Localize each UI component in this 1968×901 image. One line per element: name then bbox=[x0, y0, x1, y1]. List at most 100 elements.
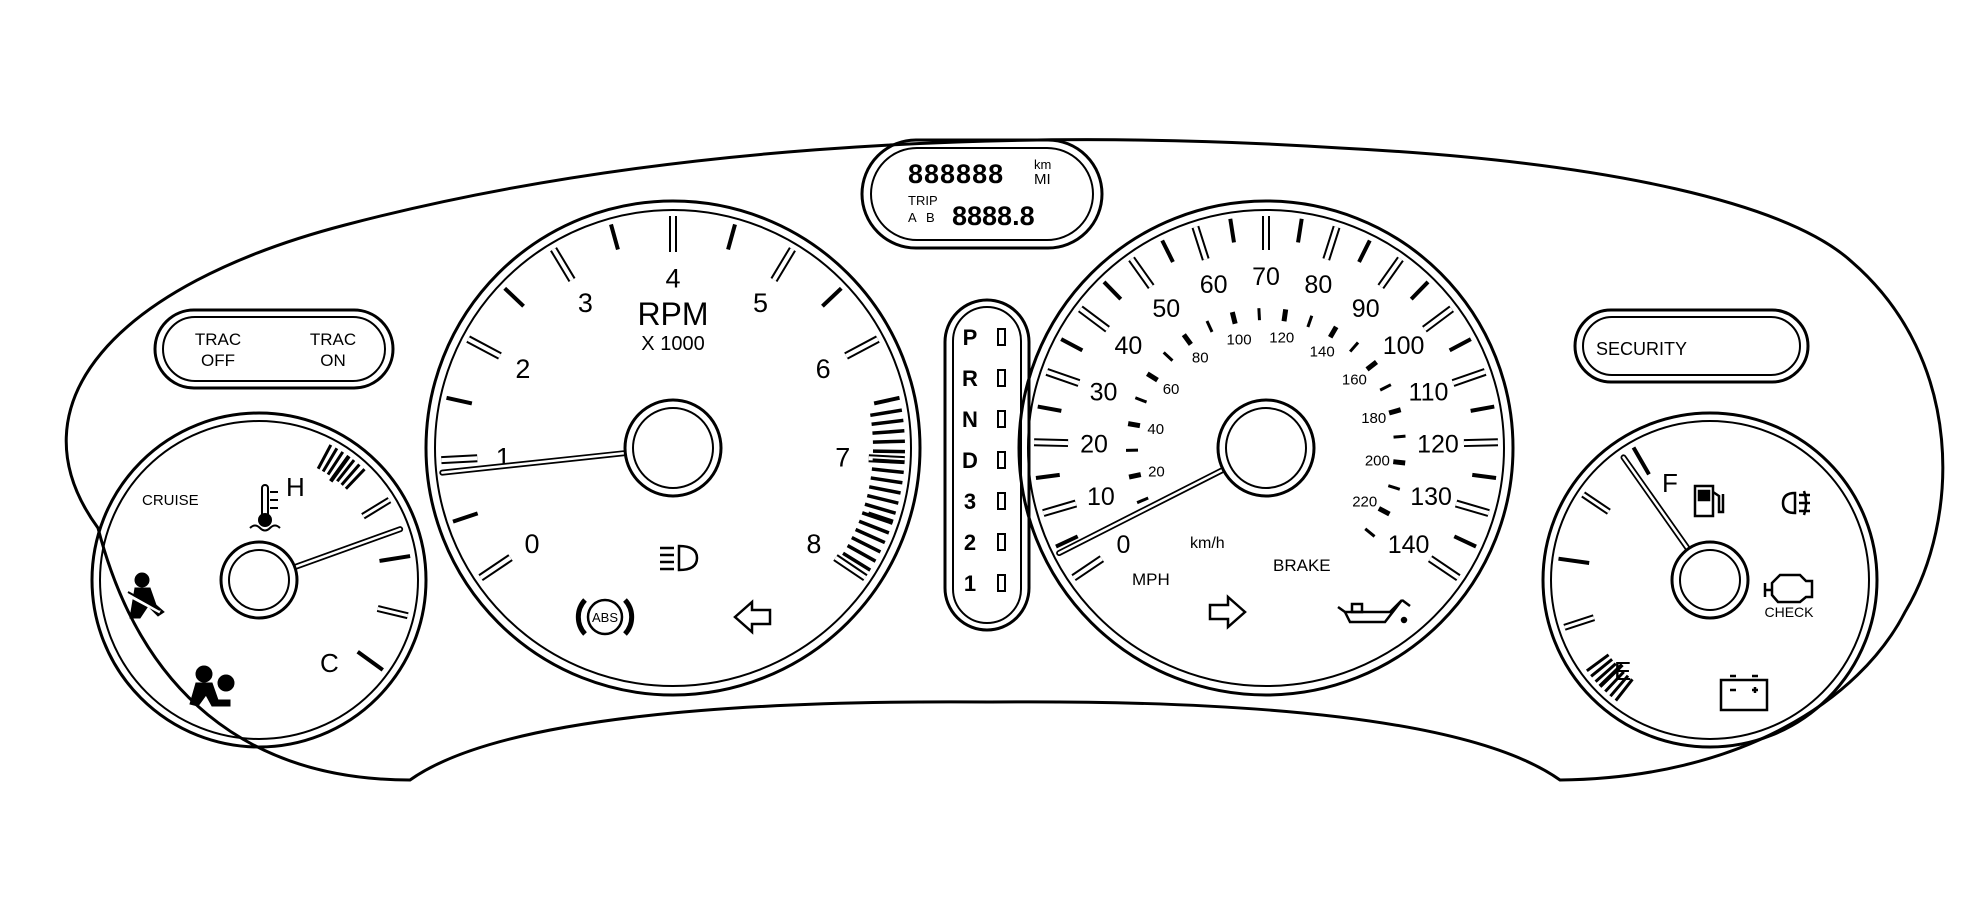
kmh-tick bbox=[1232, 312, 1235, 324]
trip-digits: 8888.8 bbox=[952, 201, 1035, 231]
mph-tick-label: 140 bbox=[1388, 531, 1430, 559]
mph-tick-label: 70 bbox=[1252, 263, 1280, 291]
gear-label: P bbox=[963, 325, 978, 350]
needle-hub-inner bbox=[1680, 550, 1740, 610]
trip-a-label: A bbox=[908, 210, 917, 225]
tach-major-tick-core bbox=[835, 558, 865, 578]
kmh-tick-label: 200 bbox=[1365, 452, 1390, 469]
tach-minor-tick bbox=[453, 513, 478, 521]
tach-tick-label: 8 bbox=[806, 529, 821, 559]
temp-gauge-tick-core bbox=[363, 500, 389, 516]
temp-hot-zone-mark bbox=[323, 448, 337, 471]
fog-light-icon bbox=[1783, 491, 1810, 515]
tach-redline-mark bbox=[869, 487, 900, 493]
temp-hot-zone-mark bbox=[318, 445, 331, 469]
odometer-unit-km: km bbox=[1034, 157, 1051, 172]
trac-off-line1: TRAC bbox=[195, 330, 241, 349]
kmh-tick bbox=[1207, 321, 1212, 332]
kmh-tick bbox=[1393, 462, 1405, 463]
mph-major-tick-core bbox=[1080, 309, 1107, 329]
kmh-tick bbox=[1184, 335, 1191, 345]
mph-major-tick-core bbox=[1034, 442, 1068, 443]
tach-minor-tick bbox=[874, 398, 899, 404]
kmh-tick bbox=[1350, 343, 1358, 352]
kmh-tick-label: 220 bbox=[1352, 493, 1377, 510]
right-turn-signal-icon bbox=[1210, 597, 1245, 627]
kmh-tick-label: 20 bbox=[1148, 464, 1165, 481]
tach-tick-label: 5 bbox=[753, 288, 768, 318]
mph-minor-tick bbox=[1471, 407, 1495, 411]
kmh-tick bbox=[1308, 316, 1312, 327]
mph-major-tick-core bbox=[1430, 559, 1458, 578]
kmh-tick bbox=[1147, 374, 1157, 380]
gauge-needle-core bbox=[291, 529, 400, 568]
tach-redline-mark bbox=[870, 410, 902, 415]
mph-minor-tick bbox=[1454, 536, 1476, 546]
tach-redline-mark bbox=[872, 431, 904, 433]
trac-panel: TRAC OFF TRAC ON bbox=[155, 310, 393, 388]
kmh-tick-label: 100 bbox=[1227, 332, 1252, 349]
rpm-title: RPM bbox=[637, 296, 708, 332]
mph-tick-label: 120 bbox=[1417, 431, 1459, 459]
mph-minor-tick bbox=[1036, 475, 1060, 478]
temp-gauge-tick bbox=[379, 556, 410, 561]
tach-minor-tick bbox=[446, 398, 471, 404]
tach-redline-mark bbox=[873, 441, 905, 442]
odometer: 888888 km MI TRIP A B 8888.8 bbox=[862, 140, 1102, 248]
trac-off-line2: OFF bbox=[201, 351, 235, 370]
mph-major-tick-core bbox=[1424, 309, 1451, 329]
rpm-multiplier: X 1000 bbox=[641, 333, 704, 355]
kmh-tick bbox=[1365, 529, 1374, 537]
kmh-tick-label: 60 bbox=[1163, 381, 1180, 398]
kmh-unit-label: km/h bbox=[1190, 535, 1225, 552]
gear-indicator-lamp bbox=[998, 534, 1005, 550]
tach-major-tick-core bbox=[554, 249, 573, 280]
brake-label: BRAKE bbox=[1273, 556, 1331, 575]
tach-minor-tick bbox=[611, 224, 618, 249]
kmh-tick bbox=[1128, 424, 1140, 426]
gear-indicator-lamp bbox=[998, 452, 1005, 468]
mph-tick-label: 40 bbox=[1114, 332, 1142, 360]
mph-major-tick-core bbox=[1381, 259, 1401, 287]
mph-tick-label: 30 bbox=[1090, 379, 1118, 407]
trip-b-label: B bbox=[926, 210, 935, 225]
kmh-tick bbox=[1137, 498, 1148, 503]
needle-hub-inner bbox=[633, 408, 713, 488]
kmh-tick bbox=[1379, 508, 1390, 514]
mph-minor-tick bbox=[1061, 339, 1082, 350]
temp-cold-label: C bbox=[320, 648, 339, 678]
gear-label: 2 bbox=[964, 530, 976, 555]
left-turn-signal-icon bbox=[735, 602, 770, 632]
abs-label: ABS bbox=[592, 610, 618, 625]
mph-tick-label: 20 bbox=[1080, 431, 1108, 459]
trac-on-line2: ON bbox=[320, 351, 346, 370]
kmh-tick bbox=[1380, 385, 1391, 390]
tach-minor-tick bbox=[728, 224, 735, 249]
headlight-icon bbox=[660, 546, 697, 570]
abs-icon: ABS bbox=[578, 600, 631, 634]
temp-hot-zone-mark bbox=[333, 456, 349, 478]
odometer-unit-mi: MI bbox=[1034, 171, 1051, 188]
needle-hub-inner bbox=[229, 550, 289, 610]
gear-label: D bbox=[962, 448, 978, 473]
temp-gauge-tick bbox=[358, 652, 383, 670]
mph-minor-tick bbox=[1298, 219, 1302, 243]
tach-minor-tick bbox=[822, 288, 841, 306]
kmh-tick-label: 160 bbox=[1342, 372, 1367, 389]
gear-label: R bbox=[962, 366, 978, 391]
odometer-main-digits: 888888 bbox=[908, 159, 1004, 189]
gear-indicator-lamp bbox=[998, 493, 1005, 509]
tach-redline-mark bbox=[872, 420, 904, 424]
coolant-temp-icon bbox=[250, 485, 280, 531]
mph-minor-tick bbox=[1472, 475, 1496, 478]
mph-tick-label: 90 bbox=[1352, 295, 1380, 323]
kmh-tick-label: 140 bbox=[1310, 344, 1335, 361]
gear-label: N bbox=[962, 407, 978, 432]
trac-on-line1: TRAC bbox=[310, 330, 356, 349]
check-label: CHECK bbox=[1764, 604, 1814, 620]
gear-label: 3 bbox=[964, 489, 976, 514]
airbag-icon bbox=[190, 666, 234, 706]
kmh-tick bbox=[1164, 352, 1173, 360]
